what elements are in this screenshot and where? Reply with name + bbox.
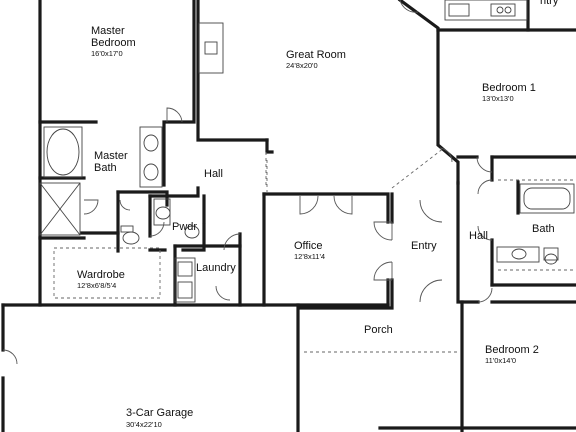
great-room-label: Great Room: [286, 49, 346, 61]
bedroom1-label: Bedroom 1: [482, 82, 536, 94]
garage-label: 3-Car Garage: [126, 407, 193, 419]
master-bath-label-1: Master: [94, 150, 128, 162]
room-labels: Master Bedroom 16'0x17'0 Great Room 24'8…: [77, 0, 559, 429]
doors: [2, 0, 493, 365]
bedroom2-dim: 11'0x14'0: [485, 356, 516, 365]
powder-sink: [155, 206, 171, 220]
porch-label: Porch: [364, 324, 393, 336]
master-bedroom-label-2: Bedroom: [91, 37, 136, 49]
master-bedroom-dim: 16'0x17'0: [91, 49, 123, 58]
great-room-dim: 24'8x20'0: [286, 61, 318, 70]
bath-vanity: [496, 246, 540, 263]
fixtures: [39, 0, 575, 303]
fireplace: [198, 22, 224, 74]
dashed-lines: [53, 147, 576, 353]
washer-dryer: [174, 257, 196, 303]
office-label: Office: [294, 240, 323, 252]
master-tub: [43, 126, 83, 178]
laundry-label: Laundry: [196, 262, 236, 274]
bath-toilet: [544, 253, 558, 265]
pantry-label: ntry: [540, 0, 559, 7]
powder-toilet: [184, 225, 200, 239]
shower: [39, 182, 81, 236]
entry-label: Entry: [411, 240, 437, 252]
master-bath-label-2: Bath: [94, 162, 117, 174]
bedroom2-label: Bedroom 2: [485, 344, 539, 356]
office-dim: 12'8x11'4: [294, 252, 325, 261]
bath-label: Bath: [532, 223, 555, 235]
hall-right-label: Hall: [469, 230, 488, 242]
hall-center-label: Hall: [204, 168, 223, 180]
pwdr-label: Pwdr: [172, 221, 197, 233]
garage-dim: 30'4x22'10: [126, 420, 162, 429]
master-toilet: [122, 231, 140, 245]
wardrobe-dim: 12'8x6'8/5'4: [77, 281, 116, 290]
bath-tub: [519, 183, 575, 214]
master-bedroom-label-1: Master: [91, 25, 125, 37]
master-vanity: [139, 126, 163, 188]
bedroom1-dim: 13'0x13'0: [482, 94, 514, 103]
wardrobe-label: Wardrobe: [77, 269, 125, 281]
